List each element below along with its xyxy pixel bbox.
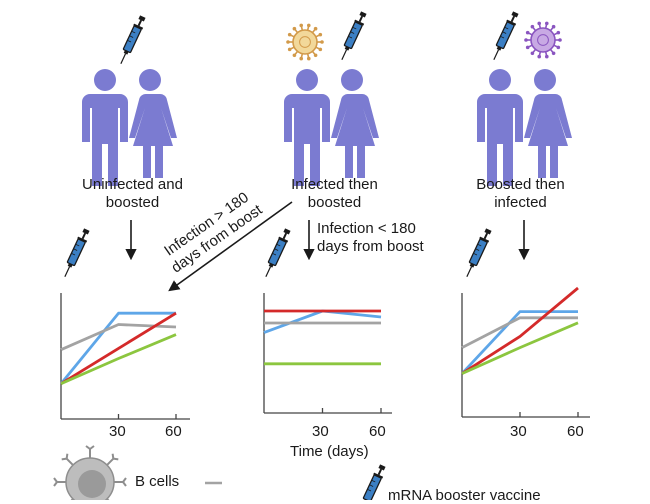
- label-line: Boosted then: [476, 176, 565, 193]
- virus-icon: [286, 23, 324, 61]
- x-axis-title: Time (days): [290, 443, 369, 460]
- group-label-uninfected: Uninfected and boosted: [60, 176, 205, 212]
- chart-infected-then-boosted: [263, 293, 392, 414]
- series-line-blue: [460, 310, 578, 375]
- series-line-green: [461, 321, 579, 375]
- chart-uninfected-boosted: [59, 293, 190, 420]
- syringe-icon: [461, 226, 495, 280]
- group-label-infected-then-boosted: Infected then boosted: [262, 176, 407, 212]
- x-tick-label: 60: [369, 423, 386, 440]
- x-tick-label: 60: [567, 423, 584, 440]
- b-cell-icon: [53, 445, 127, 500]
- person-pair-uninfected: [82, 69, 177, 186]
- x-tick-label: 30: [510, 423, 527, 440]
- series-line-green: [60, 333, 177, 385]
- syringe-icon: [336, 9, 370, 63]
- legend-b-cells-label: B cells: [135, 473, 180, 490]
- series-line-red: [461, 286, 579, 375]
- annotation-line: days from boost: [317, 238, 424, 255]
- x-tick-label: 30: [312, 423, 329, 440]
- syringe-icon: [260, 226, 294, 280]
- label-line: Infected then: [291, 176, 378, 193]
- man-icon: [477, 69, 523, 186]
- group-label-boosted-then-infected: Boosted then infected: [448, 176, 593, 212]
- annotation-line: Infection < 180: [317, 220, 416, 237]
- series-line-red: [60, 312, 177, 385]
- series-line-blue: [59, 311, 176, 385]
- woman-icon: [129, 69, 177, 178]
- syringe-icon: [355, 462, 389, 500]
- syringe-icon: [59, 226, 93, 280]
- person-pair-infected-then-boosted: [284, 69, 379, 186]
- woman-icon: [331, 69, 379, 178]
- label-line: boosted: [105, 194, 160, 211]
- virus-icon: [524, 21, 562, 59]
- syringe-icon: [488, 9, 522, 63]
- annotation-infection-lt-180: Infection < 180 days from boost: [317, 220, 424, 256]
- man-icon: [284, 69, 330, 186]
- x-tick-label: 60: [165, 423, 182, 440]
- woman-icon: [524, 69, 572, 178]
- chart-boosted-then-infected: [460, 286, 590, 418]
- label-line: boosted: [307, 194, 362, 211]
- label-line: infected: [494, 194, 547, 211]
- series-line-gray: [60, 323, 177, 351]
- arrow-diagonal: [168, 201, 293, 292]
- series-line-gray: [461, 316, 578, 349]
- label-line: Uninfected and: [82, 176, 183, 193]
- x-tick-label: 30: [109, 423, 126, 440]
- syringe-icon: [115, 13, 149, 67]
- man-icon: [82, 69, 128, 186]
- person-pair-boosted-then-infected: [477, 69, 572, 186]
- legend-vaccine-label: mRNA booster vaccine: [388, 487, 541, 504]
